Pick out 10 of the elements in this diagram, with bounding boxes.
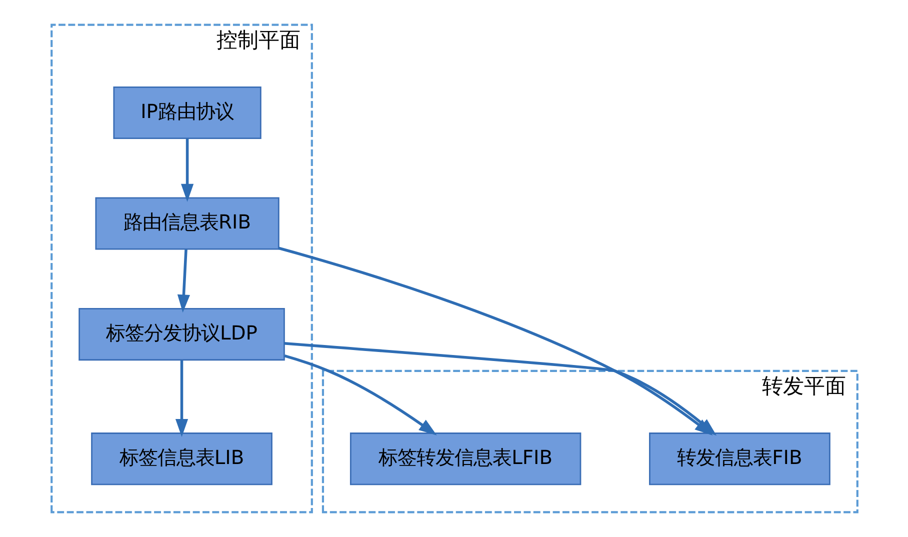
arrow bbox=[174, 360, 188, 438]
node-box: 标签信息表LIB bbox=[90, 432, 272, 486]
arrow bbox=[284, 354, 436, 436]
node-box: 路由信息表RIB bbox=[94, 197, 279, 250]
node-box: IP路由协议 bbox=[112, 86, 261, 140]
node-box: 转发信息表FIB bbox=[648, 432, 830, 486]
node-box: 标签转发信息表LFIB bbox=[349, 432, 581, 486]
arrow bbox=[176, 249, 190, 313]
arrow bbox=[180, 138, 194, 202]
node-box: 标签分发协议LDP bbox=[78, 308, 284, 361]
